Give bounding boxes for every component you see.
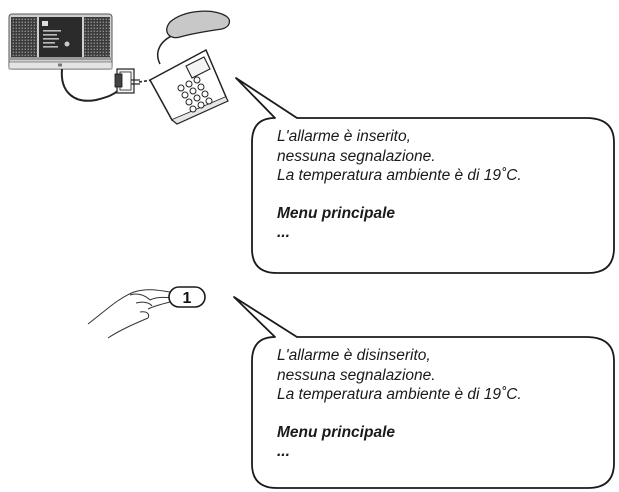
panel-cable [60,68,120,102]
key-1-button[interactable]: 1 [168,286,206,308]
alarm-control-unit [8,13,113,70]
message-after-line-3: La temperatura ambiente è di 19˚C. [277,386,522,403]
hand-pressing-key-icon [87,289,173,339]
message-before-menu-label: Menu principale [277,204,395,222]
message-after-line-1: L'allarme è disinserito, [277,347,431,364]
message-before-line-1: L'allarme è inserito, [277,128,411,145]
right-speaker-grille [84,17,110,57]
key-1-label: 1 [183,290,192,307]
speech-bubble-after [233,296,615,489]
speech-bubble-before [235,77,615,274]
message-after-menu-label: Menu principale [277,423,395,441]
telephone-icon [148,10,231,125]
left-speaker-grille [11,17,37,57]
message-after-ellipsis: ... [277,443,290,460]
wall-socket [114,68,140,94]
message-before-line-2: nessuna segnalazione. [277,147,436,165]
message-after-line-2: nessuna segnalazione. [277,366,436,384]
message-before: L'allarme è inserito, nessuna segnalazio… [277,127,522,243]
message-before-ellipsis: ... [277,224,290,241]
message-before-line-3: La temperatura ambiente è di 19˚C. [277,167,522,184]
message-after: L'allarme è disinserito, nessuna segnala… [277,346,522,462]
